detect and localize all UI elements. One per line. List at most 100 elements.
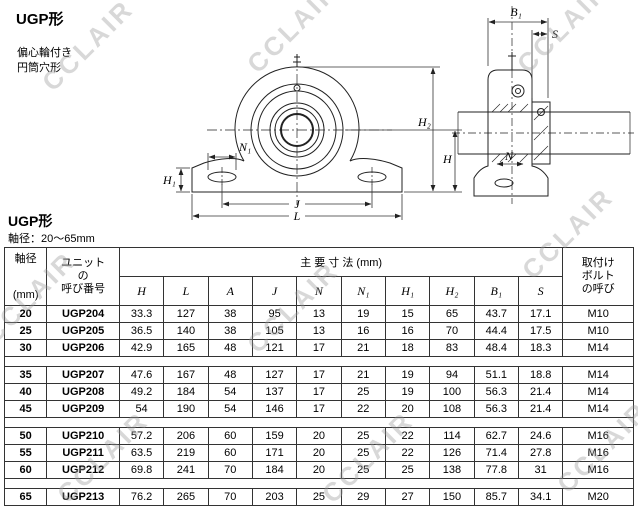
dim-cell: 49.2 — [118, 383, 165, 401]
dim-cell: 203 — [251, 488, 298, 506]
dim-cell: 21 — [340, 366, 386, 384]
section-shaft-range: 軸径：20〜65mm — [8, 233, 95, 245]
shaft-dia-cell: 60 — [3, 461, 48, 479]
dim-cell: 15 — [384, 305, 431, 323]
dim-cell: 76.2 — [118, 488, 165, 506]
dim-cell: 48 — [207, 339, 253, 357]
dim-cell: 165 — [163, 339, 209, 357]
dim-cell: 19 — [384, 383, 431, 401]
dim-cell: 146 — [251, 400, 298, 418]
bolt-size-cell: M14 — [562, 339, 634, 357]
note-eccentric-collar: 偏心輪付き — [17, 47, 72, 59]
col-header-L: L — [163, 276, 209, 306]
technical-drawing: N₁ H₁ H₂ H J L B₁ S — [162, 5, 634, 223]
front-view — [191, 54, 403, 205]
dimension-table: 軸径 (mm) ユニット の 呼び番号 主 要 寸 法 (mm) 取付け ボルト… — [3, 247, 634, 506]
bolt-size-cell: M14 — [562, 383, 634, 401]
unit-number-cell: UGP213 — [46, 488, 120, 506]
col-header-S: S — [517, 276, 564, 306]
dim-label-n1: N₁ — [238, 140, 251, 154]
dim-cell: 21.4 — [517, 400, 564, 418]
hatching — [491, 103, 549, 163]
col-header-N1: N₁ — [340, 276, 386, 306]
type-notes: 偏心輪付き 円筒穴形 — [17, 46, 72, 76]
dim-cell: 83 — [429, 339, 475, 357]
eccentric-collar — [531, 101, 551, 165]
dim-cell: 18.8 — [517, 366, 564, 384]
dim-cell: 47.6 — [118, 366, 165, 384]
base-slot-side — [494, 178, 514, 188]
dim-cell: 184 — [163, 383, 209, 401]
dim-cell: 105 — [251, 322, 298, 340]
dim-cell: 108 — [429, 400, 475, 418]
unit-number-cell: UGP208 — [46, 383, 120, 401]
dim-letter-row: H L A J N N₁ H₁ H₂ B₁ S — [5, 276, 634, 306]
unit-number-cell: UGP204 — [46, 305, 120, 323]
shaft-dia-cell: 40 — [3, 383, 48, 401]
col-header-main-dimensions: 主 要 寸 法 (mm) — [118, 247, 564, 277]
col-header-unit-number: ユニット の 呼び番号 — [46, 247, 120, 306]
dim-cell: 22 — [340, 400, 386, 418]
dim-cell: 150 — [429, 488, 475, 506]
bolt-size-cell: M16 — [562, 444, 634, 462]
page-title: UGP形 — [16, 11, 64, 28]
col-header-H2: H₂ — [429, 276, 475, 306]
dim-cell: 18.3 — [517, 339, 564, 357]
dim-cell: 13 — [296, 322, 342, 340]
dim-cell: 171 — [251, 444, 298, 462]
bolt-size-cell: M16 — [562, 461, 634, 479]
dim-cell: 127 — [251, 366, 298, 384]
dim-cell: 38 — [207, 305, 253, 323]
col-header-bolt: 取付け ボルト の呼び — [562, 247, 634, 306]
dim-cell: 95 — [251, 305, 298, 323]
dim-cell: 206 — [163, 427, 209, 445]
dim-cell: 70 — [429, 322, 475, 340]
dim-cell: 241 — [163, 461, 209, 479]
dim-cell: 22 — [384, 444, 431, 462]
bolt-size-cell: M14 — [562, 400, 634, 418]
dim-cell: 114 — [429, 427, 475, 445]
dim-cell: 51.1 — [473, 366, 519, 384]
dim-cell: 54 — [207, 383, 253, 401]
shaft-dia-cell: 55 — [3, 444, 48, 462]
dim-cell: 19 — [384, 366, 431, 384]
dim-cell: 137 — [251, 383, 298, 401]
housing-arch — [234, 66, 360, 162]
dim-cell: 77.8 — [473, 461, 519, 479]
dim-cell: 70 — [207, 488, 253, 506]
dim-cell: 17 — [296, 383, 342, 401]
dim-cell: 25 — [296, 488, 342, 506]
col-header-shaft-dia: 軸径 (mm) — [3, 247, 48, 306]
bolt-size-cell: M10 — [562, 305, 634, 323]
housing-profile — [473, 69, 549, 197]
dim-cell: 25 — [340, 427, 386, 445]
dim-label-l: L — [293, 209, 301, 223]
dim-cell: 20 — [296, 427, 342, 445]
dim-cell: 20 — [296, 461, 342, 479]
dim-cell: 13 — [296, 305, 342, 323]
dim-cell: 48 — [207, 366, 253, 384]
unit-number-cell: UGP207 — [46, 366, 120, 384]
dim-cell: 190 — [163, 400, 209, 418]
dim-cell: 17 — [296, 400, 342, 418]
dim-cell: 20 — [384, 400, 431, 418]
dim-cell: 56.3 — [473, 400, 519, 418]
unit-number-cell: UGP209 — [46, 400, 120, 418]
dim-cell: 265 — [163, 488, 209, 506]
dim-label-j: J — [294, 197, 300, 211]
dim-cell: 25 — [340, 444, 386, 462]
shaft-dia-cell: 25 — [3, 322, 48, 340]
col-header-B1: B₁ — [473, 276, 519, 306]
dim-cell: 60 — [207, 427, 253, 445]
dim-cell: 18 — [384, 339, 431, 357]
dim-cell: 17 — [296, 366, 342, 384]
